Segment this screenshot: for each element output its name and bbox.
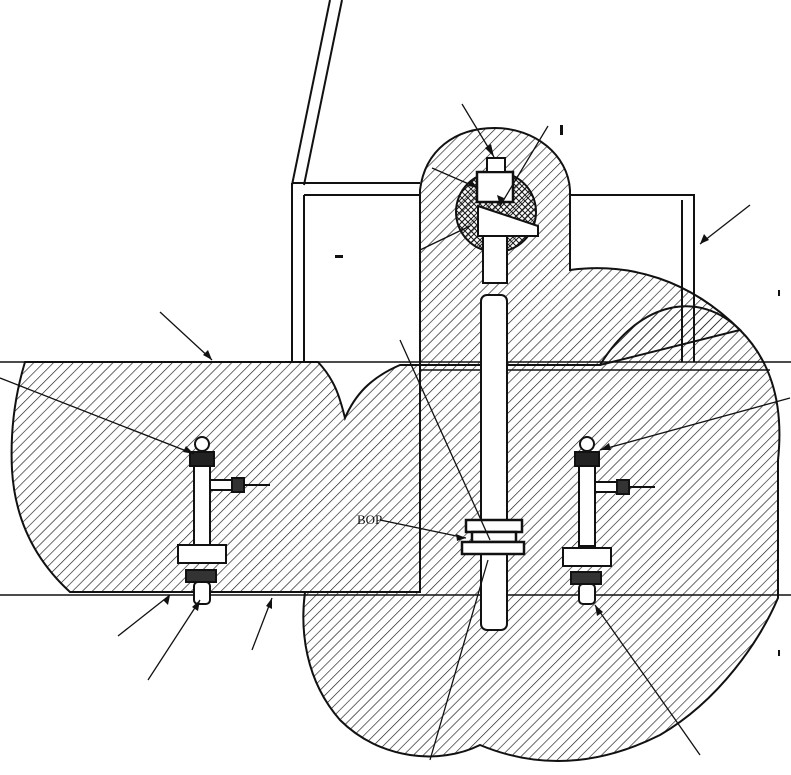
detail-marks xyxy=(335,125,780,656)
bop-label: BOP xyxy=(357,512,383,527)
right-valve-assembly xyxy=(562,436,655,605)
bop-stack xyxy=(460,518,526,556)
derrick-frame xyxy=(291,0,695,362)
upper-neck xyxy=(419,126,742,366)
arrowheads xyxy=(163,144,709,616)
left-valve-assembly xyxy=(177,436,270,605)
left-cellar-body xyxy=(10,361,421,593)
ground-lines xyxy=(0,361,791,596)
